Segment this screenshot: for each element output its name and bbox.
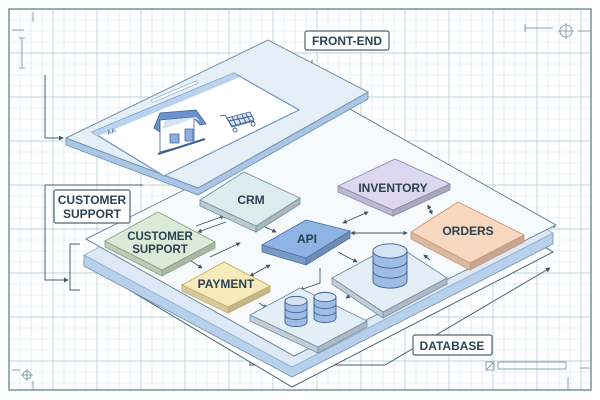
database-cylinder-icon [313, 291, 337, 324]
window-controls-icon [199, 82, 218, 92]
inventory-node[interactable]: INVENTORY [336, 158, 452, 217]
store-icon [153, 109, 207, 155]
customer-support-label-line2: SUPPORT [132, 244, 188, 256]
customer-support-label-line2: SUPPORT [63, 207, 122, 221]
customer-support-label: CUSTOMER SUPPORT [45, 184, 143, 224]
front-end-label: FRONT-END [304, 30, 390, 51]
orders-node-face [410, 201, 525, 264]
inventory-label: INVENTORY [358, 181, 427, 195]
address-bar [151, 80, 199, 103]
crm-label: CRM [237, 193, 264, 207]
database-cylinder-icon [284, 295, 308, 328]
shopping-cart-icon [219, 111, 256, 133]
drawing-frame [8, 8, 592, 391]
payment-node-face [181, 261, 271, 308]
orders-node[interactable]: ORDERS [410, 201, 525, 271]
customer-support-label-line1: CUSTOMER [58, 193, 127, 207]
crm-node[interactable]: CRM [199, 171, 301, 233]
api-node[interactable]: API [260, 219, 352, 266]
database-cylinder-icon [372, 243, 408, 289]
api-label: API [297, 232, 317, 246]
database-cluster-node-face [249, 287, 368, 348]
payment-label: PAYMENT [198, 277, 255, 291]
database-server-node[interactable] [331, 243, 448, 319]
orders-label: ORDERS [442, 224, 493, 238]
browser-window: AA [90, 72, 301, 177]
customer-support-node-face [104, 211, 216, 271]
database-cluster-node[interactable] [249, 287, 368, 354]
api-node-face [260, 219, 352, 259]
database-label: DATABASE [412, 334, 493, 356]
payment-node[interactable]: PAYMENT [181, 261, 271, 314]
front-end-layer: AA [64, 39, 370, 196]
logo-icon: AA [107, 128, 118, 137]
drafting-marks [12, 12, 590, 390]
svg-text:DATABASE: DATABASE [420, 339, 485, 353]
inventory-node-face [336, 158, 452, 211]
svg-text:FRONT-END: FRONT-END [312, 34, 382, 48]
crm-node-face [199, 171, 301, 227]
customer-support-label-line1: CUSTOMER [127, 231, 193, 243]
